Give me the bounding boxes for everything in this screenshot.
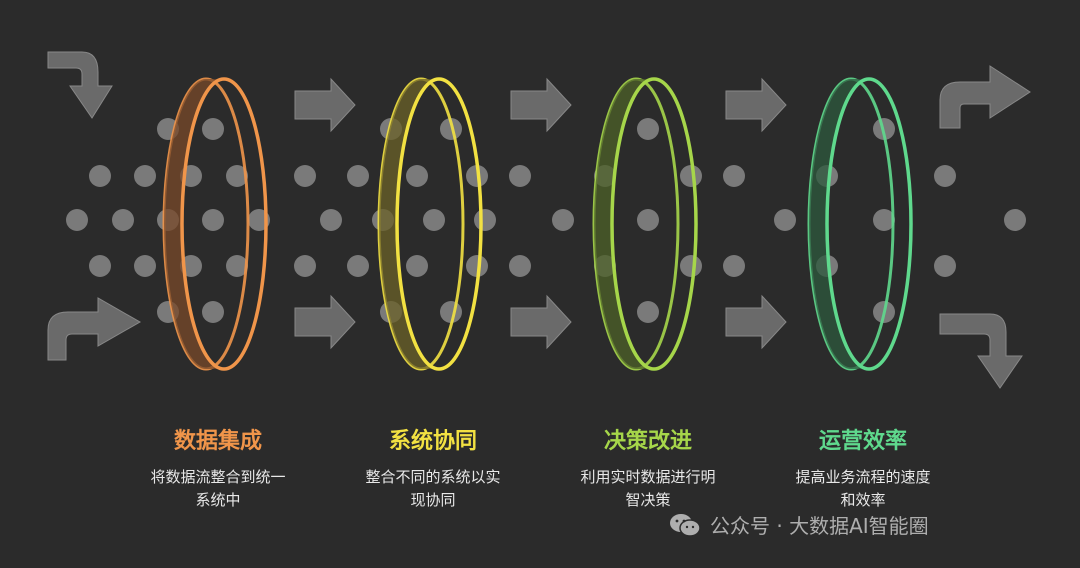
- curved-arrow-out-top: [939, 65, 1031, 129]
- stage-2-desc-line-2: 智决策: [625, 491, 671, 509]
- arrow-5: [725, 294, 787, 350]
- dot-40: [637, 209, 659, 231]
- ring-2: [592, 77, 698, 371]
- dot-1: [202, 118, 224, 140]
- dot-43: [723, 255, 745, 277]
- dot-24: [406, 165, 428, 187]
- dot-5: [226, 165, 248, 187]
- ring-2-front: [610, 77, 698, 371]
- dot-36: [637, 118, 659, 140]
- stage-1-title: 系统协同: [388, 429, 477, 454]
- ring-1-front: [395, 77, 483, 371]
- stage-0-title: 数据集成: [173, 429, 262, 454]
- stage-0-desc-line-1: 将数据流整合到统一: [150, 468, 286, 486]
- dot-45: [774, 209, 796, 231]
- stage-0-description: 将数据流整合到统一 系统中: [118, 466, 318, 512]
- stage-1-description: 整合不同的系统以实 现协同: [333, 466, 533, 512]
- dot-32: [440, 301, 462, 323]
- ring-1: [377, 77, 483, 371]
- dot-9: [202, 209, 224, 231]
- arrow-4: [725, 77, 787, 133]
- ring-3-band: [809, 79, 869, 369]
- rings-layer: [162, 77, 913, 371]
- dot-18: [347, 165, 369, 187]
- curved-arrow-in-top: [47, 51, 113, 119]
- dot-12: [134, 255, 156, 277]
- stage-3-desc-line-1: 提高业务流程的速度: [795, 468, 931, 486]
- dot-19: [320, 209, 342, 231]
- dot-42: [680, 255, 702, 277]
- ring-0-band: [164, 79, 224, 369]
- arrow-0: [294, 77, 356, 133]
- stage-2-desc-line-1: 利用实时数据进行明: [580, 468, 716, 486]
- stage-3-title: 运营效率: [818, 429, 907, 454]
- dot-48: [934, 165, 956, 187]
- dot-7: [112, 209, 134, 231]
- dot-25: [466, 165, 488, 187]
- stage-2-description: 利用实时数据进行明 智决策: [548, 466, 748, 512]
- ring-3: [807, 77, 913, 371]
- dot-29: [406, 255, 428, 277]
- dot-44: [637, 301, 659, 323]
- dot-11: [89, 255, 111, 277]
- stage-2-title: 决策改进: [603, 429, 692, 454]
- ring-1-band: [379, 79, 439, 369]
- watermark: 公众号 · 大数据AI智能圈: [668, 510, 929, 539]
- dot-16: [202, 301, 224, 323]
- dot-20: [294, 255, 316, 277]
- dot-23: [440, 118, 462, 140]
- curved-arrow-out-bottom: [939, 313, 1023, 389]
- ring-0: [162, 77, 268, 371]
- dot-35: [509, 255, 531, 277]
- dot-17: [294, 165, 316, 187]
- arrow-1: [294, 294, 356, 350]
- dot-34: [552, 209, 574, 231]
- ring-0-front: [180, 77, 268, 371]
- curved-arrow-in-bottom: [47, 297, 142, 361]
- dot-53: [1004, 209, 1026, 231]
- watermark-text: 公众号 · 大数据AI智能圈: [710, 514, 929, 538]
- dot-21: [347, 255, 369, 277]
- dot-30: [466, 255, 488, 277]
- arrow-2: [510, 77, 572, 133]
- wechat-icon: [670, 513, 701, 537]
- ring-3-front: [825, 77, 913, 371]
- dot-51: [934, 255, 956, 277]
- ring-2-band: [594, 79, 654, 369]
- dot-49: [873, 209, 895, 231]
- stage-3-desc-line-2: 和效率: [840, 491, 886, 509]
- stage-0-desc-line-2: 系统中: [195, 491, 241, 509]
- dot-3: [134, 165, 156, 187]
- dot-39: [723, 165, 745, 187]
- dot-28: [474, 209, 496, 231]
- dot-14: [226, 255, 248, 277]
- dot-6: [66, 209, 88, 231]
- arrow-3: [510, 294, 572, 350]
- dot-33: [509, 165, 531, 187]
- stage-1-desc-line-2: 现协同: [410, 491, 456, 509]
- stage-1-desc-line-1: 整合不同的系统以实: [365, 468, 501, 486]
- dot-27: [423, 209, 445, 231]
- stage-3-description: 提高业务流程的速度 和效率: [763, 466, 963, 512]
- dot-38: [680, 165, 702, 187]
- dot-2: [89, 165, 111, 187]
